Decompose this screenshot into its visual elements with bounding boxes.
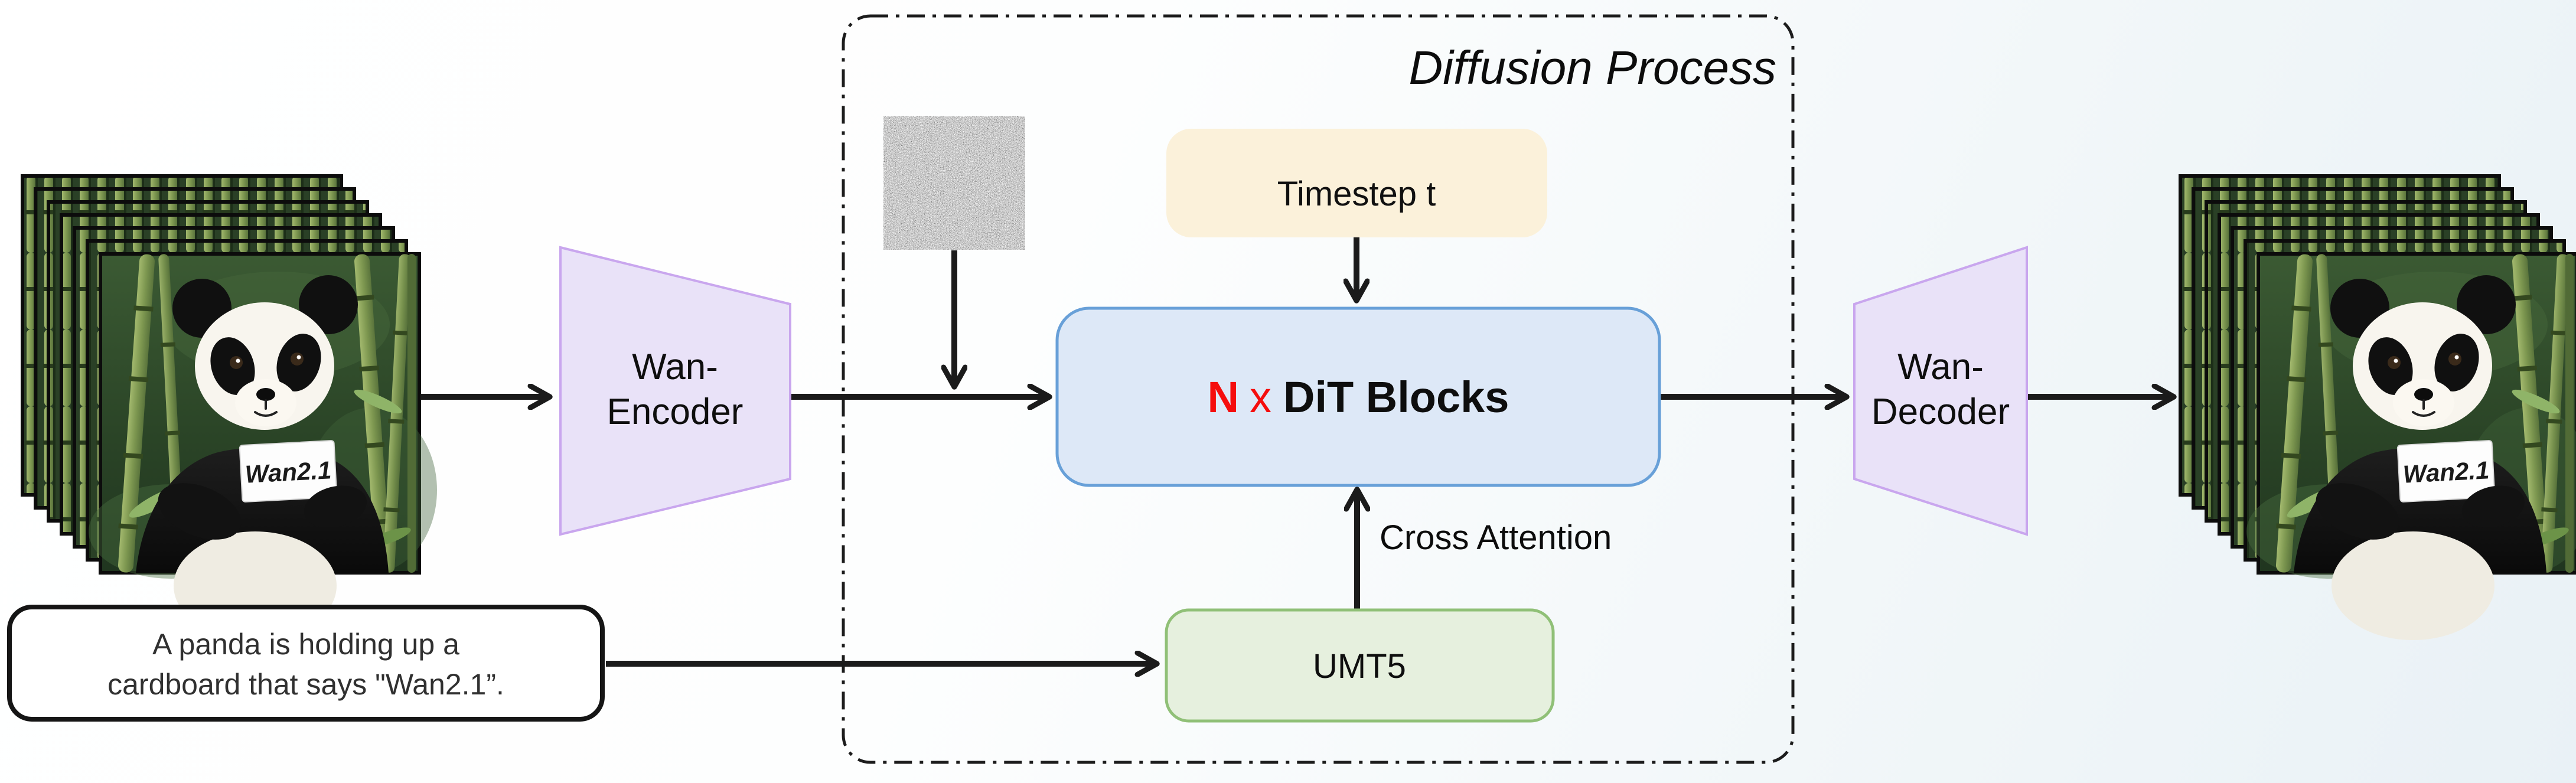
- output-video-stack: [2179, 174, 2576, 640]
- diffusion-process-container: [842, 14, 1795, 764]
- prompt-bubble: A panda is holding up a cardboard that s…: [7, 605, 605, 722]
- dit-times: x: [1250, 373, 1271, 422]
- wan-encoder-label-line2: Encoder: [607, 392, 744, 432]
- wan-decoder-label-line2: Decoder: [1871, 392, 2010, 432]
- umt5-node: UMT5: [1165, 608, 1555, 723]
- umt5-box: [1165, 608, 1555, 723]
- prompt-bubble-box: [7, 605, 605, 722]
- prompt-line1: A panda is holding up a: [152, 628, 459, 661]
- timestep-node: Timestep t: [1166, 129, 1547, 237]
- timestep-box: [1166, 129, 1547, 237]
- dit-label-text: DiT Blocks: [1283, 373, 1509, 422]
- flow-arrows: [420, 237, 2173, 664]
- video-frame-front: [2246, 253, 2576, 640]
- noise-latent-icon: [883, 116, 1025, 250]
- timestep-label: Timestep t: [1277, 175, 1436, 213]
- wan-encoder-node: Wan- Encoder: [559, 246, 791, 536]
- wan-decoder-shape: [1853, 246, 2028, 536]
- wan-decoder-node: Wan- Decoder: [1853, 246, 2028, 536]
- dit-blocks-box: [1055, 306, 1661, 487]
- diffusion-process-title: Diffusion Process: [1409, 41, 1776, 94]
- input-video-stack: [21, 174, 437, 640]
- umt5-label: UMT5: [1313, 647, 1406, 686]
- wan-decoder-label-line1: Wan-: [1897, 347, 1984, 387]
- cross-attention-label: Cross Attention: [1380, 518, 1612, 557]
- video-frame-front: [89, 253, 437, 640]
- prompt-line2: cardboard that says "Wan2.1”.: [107, 668, 504, 701]
- dit-count: N: [1208, 373, 1239, 422]
- wan-encoder-shape: [559, 246, 791, 536]
- wan-encoder-label-line1: Wan-: [632, 347, 718, 387]
